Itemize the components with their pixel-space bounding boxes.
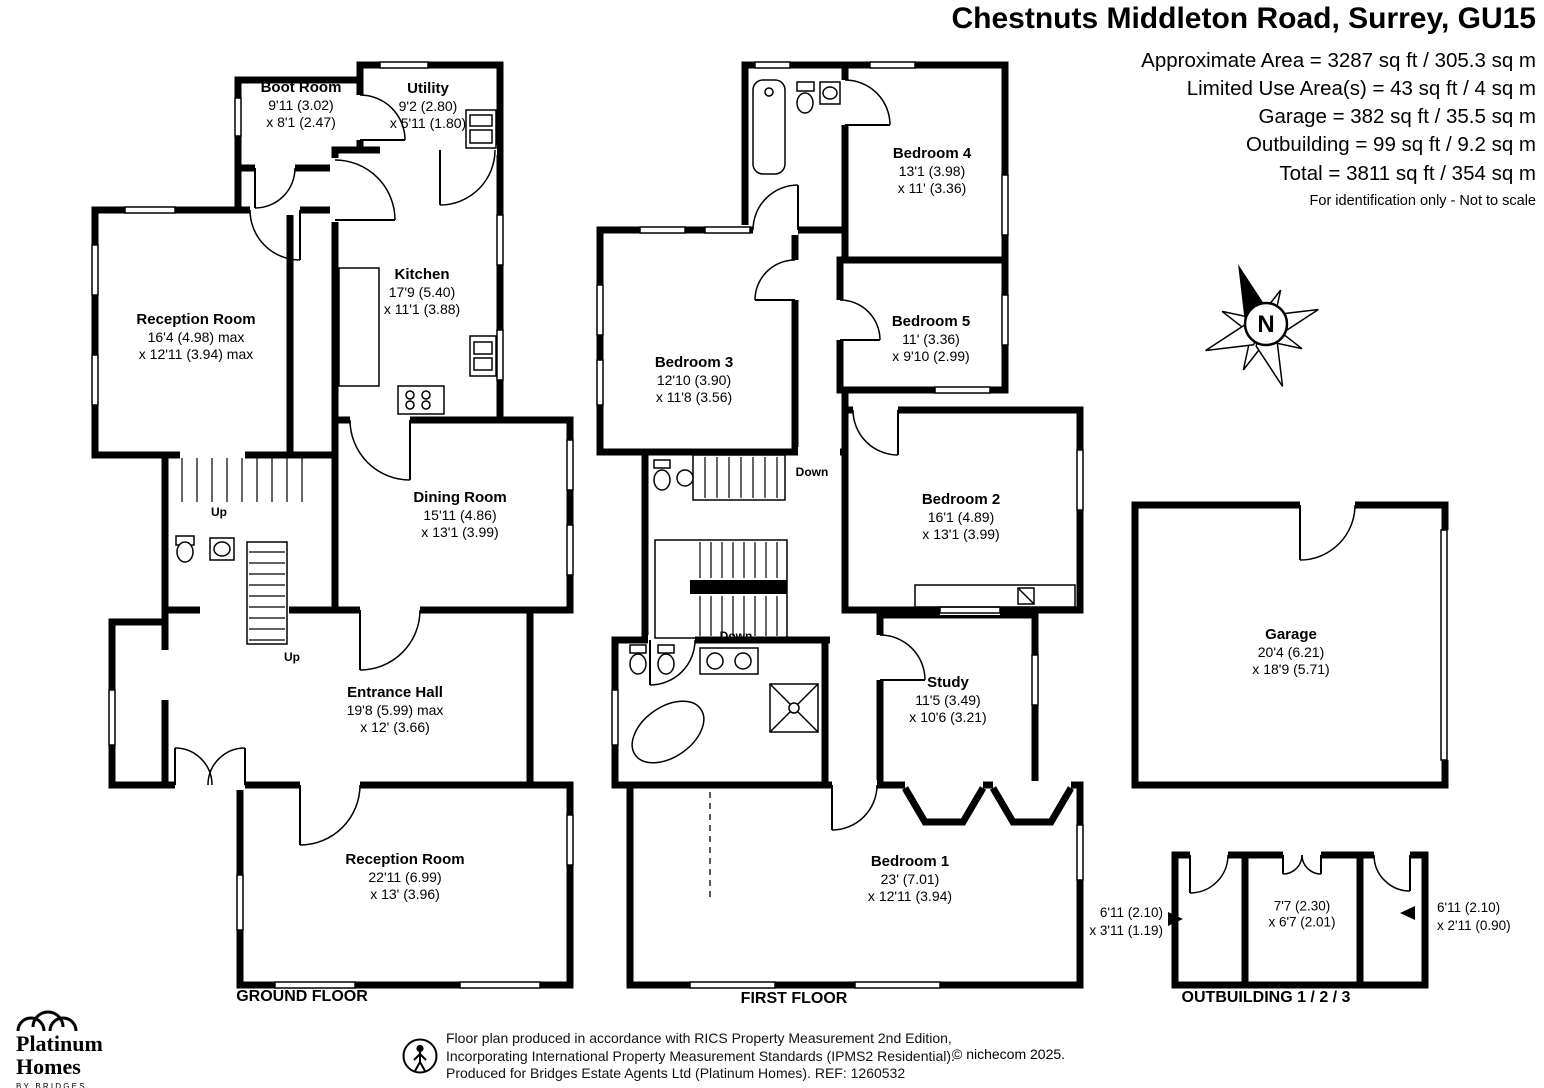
area-line-approximate: Approximate Area = 3287 sq ft / 305.3 sq… [1141,48,1536,72]
first-floor-plan [595,60,1085,990]
logo-line-1: Platinum [16,1031,103,1056]
person-icon [402,1038,438,1074]
ground-floor-caption: GROUND FLOOR [236,988,368,1005]
area-line-garage: Garage = 382 sq ft / 35.5 sq m [1258,105,1536,129]
ground-windows [90,60,575,990]
rics-line-2: Incorporating International Property Mea… [446,1047,955,1064]
area-line-outbuilding: Outbuilding = 99 sq ft / 9.2 sq m [1245,133,1536,157]
room-label-bedroom-3: Bedroom 3 12'10 (3.90) x 11'8 (3.56) [654,353,734,406]
room-label-bedroom-4: Bedroom 4 13'1 (3.98) x 11' (3.36) [892,144,972,197]
ground-fixtures [175,109,497,563]
outbuilding-left-dims: 6'11 (2.10) x 3'11 (1.19) [1089,905,1163,938]
room-label-garage: Garage 20'4 (6.21) x 18'9 (5.71) [1252,625,1330,678]
room-label-entrance-hall: Entrance Hall 19'8 (5.99) max x 12' (3.6… [346,683,444,736]
copyright-notice: © nichecom 2025. [952,1046,1066,1062]
scale-disclaimer: For identification only - Not to scale [1309,192,1536,209]
room-label-bedroom-2: Bedroom 2 16'1 (4.89) x 13'1 (3.99) [921,490,1001,543]
first-doors [648,79,926,831]
area-line-total: Total = 3811 sq ft / 354 sq m [1279,161,1536,185]
room-label-reception-room-2: Reception Room 22'11 (6.99) x 13' (3.96) [345,850,465,903]
platinum-homes-logo-icon [16,1010,78,1032]
header: Chestnuts Middleton Road, Surrey, GU15 A… [951,2,1536,209]
room-label-utility: Utility 9'2 (2.80) x 5'11 (1.80) [389,79,467,132]
first-floor-caption: FIRST FLOOR [740,990,848,1007]
ground-floor-plan [90,60,575,990]
stair-label-up-2: Up [284,650,300,664]
stair-label-down-1: Down [795,465,829,479]
first-fixtures [629,79,1076,900]
first-windows [595,60,1085,990]
rics-line-3: Produced for Bridges Estate Agents Ltd (… [446,1065,906,1082]
room-label-dining-room: Dining Room 15'11 (4.86) x 13'1 (3.99) [413,488,507,541]
ground-stairs [181,458,303,645]
stair-label-up-1: Up [211,505,227,519]
arrow-right-icon [1168,912,1183,926]
outbuilding-right-dims: 6'11 (2.10) x 2'11 (0.90) [1437,900,1511,933]
room-label-kitchen: Kitchen 17'9 (5.40) x 11'1 (3.88) [383,265,461,318]
bay-windows [901,781,1075,826]
room-label-reception-room-1: Reception Room 16'4 (4.98) max x 12'11 (… [136,310,256,363]
area-line-limited-use: Limited Use Area(s) = 43 sq ft / 4 sq m [1186,76,1536,100]
rics-disclaimer: Floor plan produced in accordance with R… [446,1030,955,1083]
arrow-left-icon [1400,906,1415,920]
logo-subtitle: BY BRIDGES [16,1081,87,1088]
room-label-bedroom-5: Bedroom 5 11' (3.36) x 9'10 (2.99) [891,312,971,365]
room-label-study: Study 11'5 (3.49) x 10'6 (3.21) [909,673,987,726]
outbuilding-plan [1171,850,1429,989]
room-label-bedroom-1: Bedroom 1 23' (7.01) x 12'11 (3.94) [867,852,953,905]
page-title: Chestnuts Middleton Road, Surrey, GU15 [951,2,1536,35]
first-stairs [654,454,788,639]
stair-label-down-2: Down [719,629,753,643]
rics-line-1: Floor plan produced in accordance with R… [446,1030,952,1046]
outbuilding-middle-dims: 7'7 (2.30) x 6'7 (2.01) [1268,898,1336,930]
outbuilding-caption: OUTBUILDING 1 / 2 / 3 [1181,989,1351,1006]
compass-rose-icon: N [1205,264,1319,387]
logo-line-2: Homes [16,1053,81,1079]
ground-doors [174,94,497,846]
room-label-boot-room: Boot Room 9'11 (3.02) x 8'1 (2.47) [260,78,342,131]
platinum-homes-logo-text: Platinum Homes BY BRIDGES [16,1031,103,1088]
compass-n-label: N [1257,311,1274,338]
garage-plan [1131,500,1450,789]
